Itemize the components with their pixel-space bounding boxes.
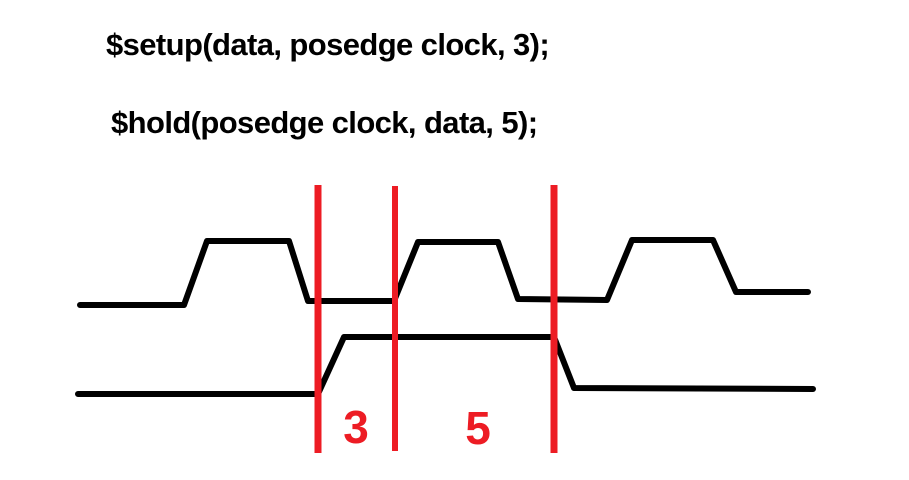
setup-time-label: 3 [343,401,369,453]
clock-waveform [77,237,811,308]
hold-time-label: 5 [465,402,491,454]
hold-statement-text: $hold(posedge clock, data, 5); [111,105,538,140]
setup-statement-text: $setup(data, posedge clock, 3); [106,27,550,62]
data-waveform [75,334,816,397]
